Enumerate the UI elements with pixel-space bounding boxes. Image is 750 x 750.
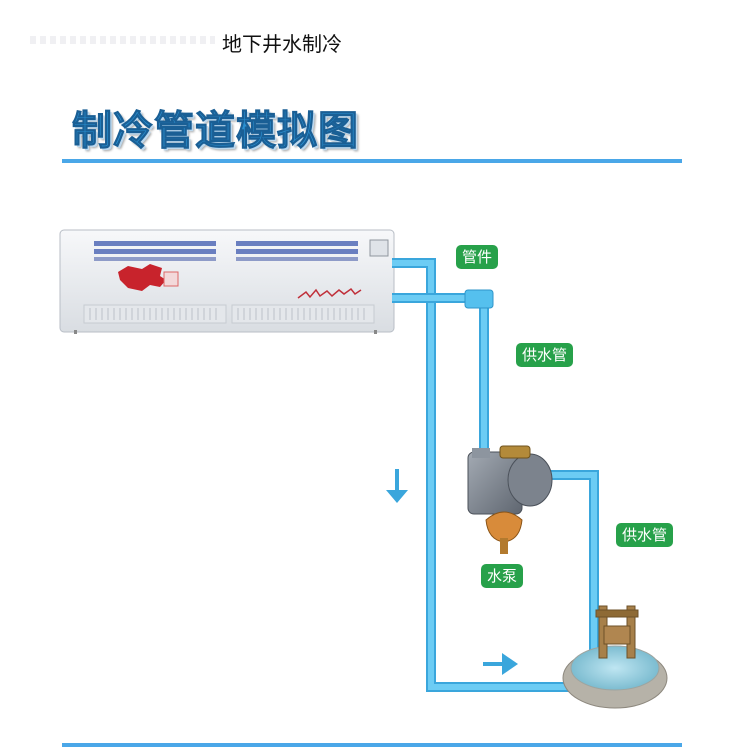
diagram-title: 制冷管道模拟图: [72, 108, 359, 155]
supply-pipe: [392, 289, 599, 650]
title-divider: [62, 159, 682, 163]
label-pump: 水泵: [481, 564, 524, 588]
map-logo: [118, 264, 166, 291]
header-strip: [30, 36, 215, 44]
water-well: [562, 605, 668, 709]
flow-arrow-right: [483, 653, 518, 675]
brand-signature: [297, 287, 362, 299]
flow-arrow-down: [386, 469, 408, 503]
bottom-divider: [62, 743, 682, 747]
page-caption: 地下井水制冷: [222, 32, 342, 56]
label-supply-pipe-lower: 供水管: [616, 523, 674, 547]
label-fitting: 管件: [456, 245, 499, 269]
fan-coil-unit: [59, 229, 395, 334]
pipe-fitting: [464, 289, 494, 309]
water-pump: [467, 445, 553, 554]
label-supply-pipe-upper: 供水管: [516, 343, 574, 367]
return-pipe: [392, 258, 598, 692]
